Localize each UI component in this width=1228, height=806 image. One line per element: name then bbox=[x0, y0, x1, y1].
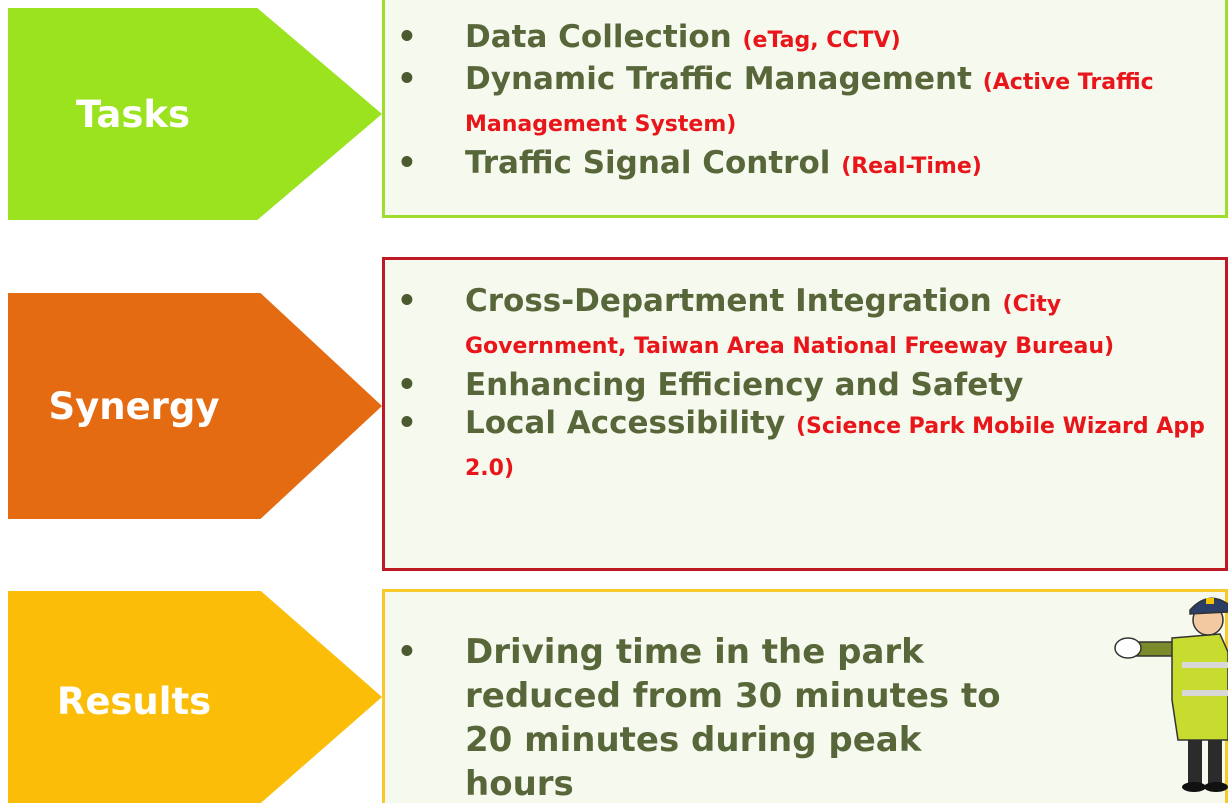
bullet: • bbox=[397, 145, 417, 181]
synergy-label: Synergy bbox=[48, 385, 220, 428]
synergy-arrow-shape bbox=[8, 293, 382, 519]
synergy-box: • Cross-Department Integration (City Gov… bbox=[382, 257, 1228, 571]
results-arrow: Results bbox=[8, 591, 382, 803]
tasks-arrow-shape bbox=[8, 8, 382, 220]
bullet: • bbox=[397, 283, 417, 319]
item-note: (Real-Time) bbox=[841, 154, 982, 179]
results-label: Results bbox=[56, 680, 212, 723]
results-list: • Driving time in the park reduced from … bbox=[395, 630, 1015, 806]
item-note: (Active Traffic Management System) bbox=[465, 70, 1154, 137]
bullet: • bbox=[397, 19, 417, 55]
list-item: • Local Accessibility (Science Park Mobi… bbox=[395, 404, 1205, 488]
bullet: • bbox=[397, 405, 417, 441]
item-text: Data Collection bbox=[465, 19, 732, 55]
list-item: • Dynamic Traffic Management (Active Tra… bbox=[395, 60, 1205, 144]
item-text: Cross-Department Integration bbox=[465, 283, 992, 319]
tasks-label: Tasks bbox=[75, 93, 191, 136]
bullet: • bbox=[397, 61, 417, 97]
synergy-arrow: Synergy bbox=[8, 293, 382, 519]
list-item: • Data Collection (eTag, CCTV) bbox=[395, 18, 1205, 60]
item-note: (Science Park Mobile Wizard App 2.0) bbox=[465, 414, 1205, 481]
list-item: • Traffic Signal Control (Real-Time) bbox=[395, 144, 1205, 186]
item-text: Local Accessibility bbox=[465, 405, 786, 441]
results-box: • Driving time in the park reduced from … bbox=[382, 589, 1228, 806]
traffic-officer-icon bbox=[1110, 590, 1228, 795]
item-text: Traffic Signal Control bbox=[465, 145, 831, 181]
results-arrow-shape bbox=[8, 591, 382, 803]
tasks-box: • Data Collection (eTag, CCTV) • Dynamic… bbox=[382, 0, 1228, 218]
list-item: • Driving time in the park reduced from … bbox=[395, 630, 1015, 806]
tasks-arrow: Tasks bbox=[8, 8, 382, 220]
bullet: • bbox=[397, 634, 417, 670]
item-text: Driving time in the park reduced from 30… bbox=[465, 632, 1001, 804]
bullet: • bbox=[397, 367, 417, 403]
item-note: (eTag, CCTV) bbox=[742, 28, 901, 53]
item-note: (City Government, Taiwan Area National F… bbox=[465, 292, 1115, 359]
tasks-list: • Data Collection (eTag, CCTV) • Dynamic… bbox=[395, 18, 1205, 186]
list-item: • Cross-Department Integration (City Gov… bbox=[395, 282, 1205, 366]
synergy-list: • Cross-Department Integration (City Gov… bbox=[395, 282, 1205, 488]
item-text: Dynamic Traffic Management bbox=[465, 61, 972, 97]
item-text: Enhancing Efficiency and Safety bbox=[465, 367, 1024, 403]
list-item: • Enhancing Efficiency and Safety bbox=[395, 366, 1205, 404]
